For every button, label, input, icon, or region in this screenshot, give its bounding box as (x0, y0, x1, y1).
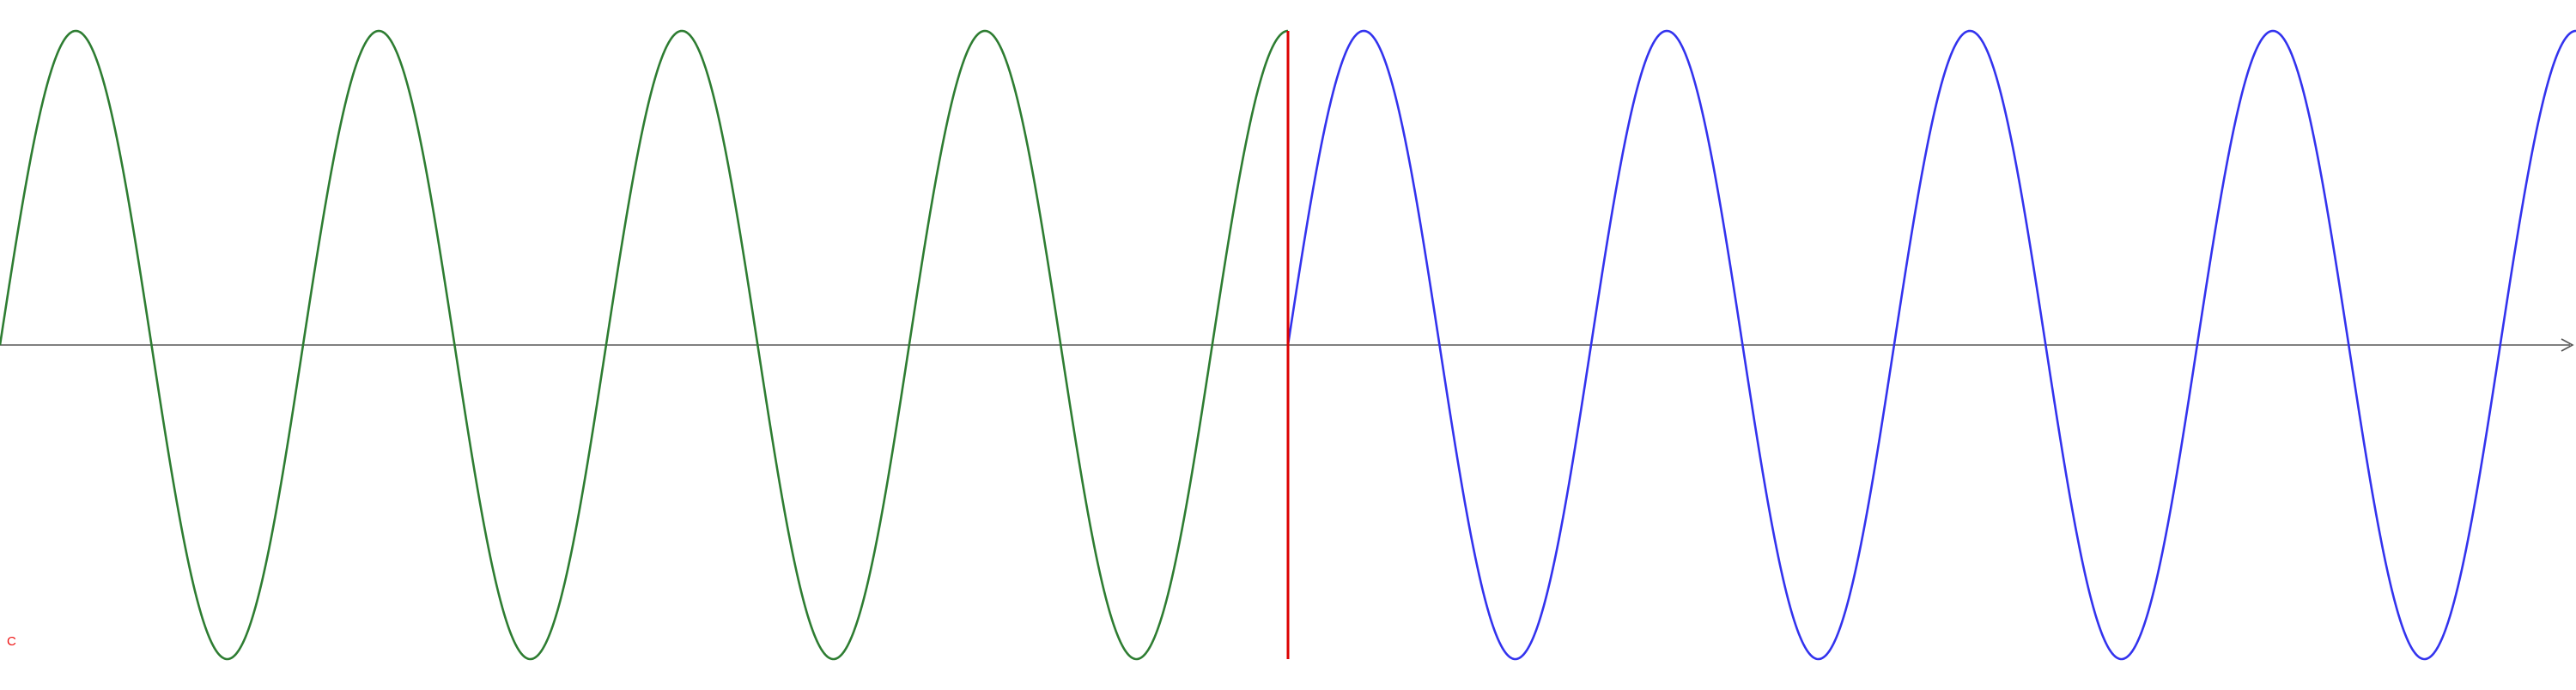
x-axis-arrow-icon (2561, 338, 2574, 352)
corner-label: C (7, 634, 16, 649)
right-sine-wave (1286, 29, 2576, 661)
left-sine-wave (0, 29, 1289, 661)
